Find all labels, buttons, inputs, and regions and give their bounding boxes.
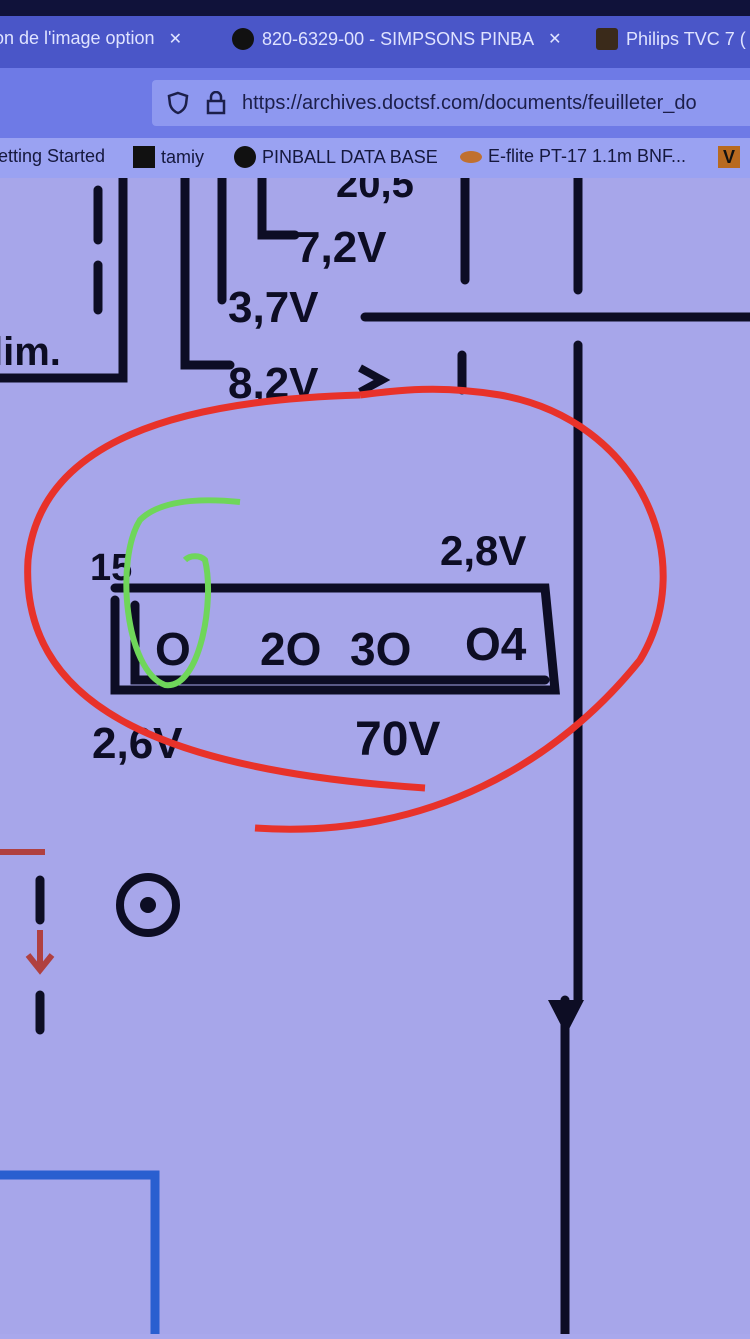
lock-icon[interactable] <box>204 91 228 115</box>
document-viewer: 20,5 7,2V 3,7V 8,2V lim. 15 2,8V O 2O 3O… <box>0 162 750 1339</box>
database-icon <box>234 146 256 168</box>
address-bar[interactable]: https://archives.doctsf.com/documents/fe… <box>152 80 750 126</box>
bookmark-label: tamiy <box>161 146 205 167</box>
cross-icon <box>133 146 155 168</box>
tab-bar: on de l'image option ✕ 820-6329-00 - SIM… <box>0 16 750 68</box>
navigation-bar: https://archives.doctsf.com/documents/fe… <box>0 68 750 138</box>
tab-label: 820-6329-00 - SIMPSONS PINBA <box>262 28 535 49</box>
tab-label: Philips TVC 7 ( <box>626 28 746 49</box>
arrow-right-icon <box>358 364 391 396</box>
tab-philips-tvc[interactable]: Philips TVC 7 ( <box>596 28 746 50</box>
bookmark-label: PINBALL DATA BASE <box>262 146 438 167</box>
favicon-icon <box>232 28 254 50</box>
label-alim: lim. <box>0 330 61 374</box>
pin-4: O4 <box>465 618 527 670</box>
bookmark-v[interactable]: V <box>718 146 740 168</box>
bookmark-label: etting Started <box>0 146 106 166</box>
bookmarks-bar: etting Started tamiy PINBALL DATA BASE E… <box>0 138 750 178</box>
label-7-2v: 7,2V <box>296 223 387 272</box>
pin-3: 3O <box>350 623 411 675</box>
close-icon[interactable]: ✕ <box>168 30 182 48</box>
favicon-icon <box>596 28 618 50</box>
v-icon: V <box>718 146 740 168</box>
green-annotation-mark <box>123 497 241 689</box>
target-icon <box>116 873 180 937</box>
schematic-diagram: 20,5 7,2V 3,7V 8,2V lim. 15 2,8V O 2O 3O… <box>0 162 750 1339</box>
arrow-down-icon <box>548 1000 584 1035</box>
tab-simpsons-pinball[interactable]: 820-6329-00 - SIMPSONS PINBA ✕ <box>232 28 562 50</box>
close-icon[interactable]: ✕ <box>548 31 562 48</box>
bookmark-label: E-flite PT-17 1.1m BNF... <box>488 146 687 166</box>
tab-image-option[interactable]: on de l'image option ✕ <box>0 28 182 49</box>
bookmark-pinball-data-base[interactable]: PINBALL DATA BASE <box>234 146 438 168</box>
label-70v: 70V <box>355 713 440 766</box>
label-3-7v: 3,7V <box>228 283 319 332</box>
label-2-8v: 2,8V <box>440 527 526 574</box>
label-top-value: 20,5 <box>336 178 414 206</box>
pin-1: O <box>155 623 191 675</box>
red-annotation-circle <box>24 385 667 833</box>
bookmark-tamiy[interactable]: tamiy <box>133 146 204 168</box>
bookmark-eflite[interactable]: E-flite PT-17 1.1m BNF... <box>460 146 686 167</box>
shield-icon[interactable] <box>166 91 190 115</box>
screen-bezel <box>0 0 750 16</box>
tab-label: on de l'image option <box>0 28 155 48</box>
bookmark-getting-started[interactable]: etting Started <box>0 146 105 167</box>
pin-2: 2O <box>260 623 321 675</box>
url-text: https://archives.doctsf.com/documents/fe… <box>242 91 697 114</box>
site-icon <box>460 150 482 163</box>
schematic-wires <box>0 173 750 1339</box>
